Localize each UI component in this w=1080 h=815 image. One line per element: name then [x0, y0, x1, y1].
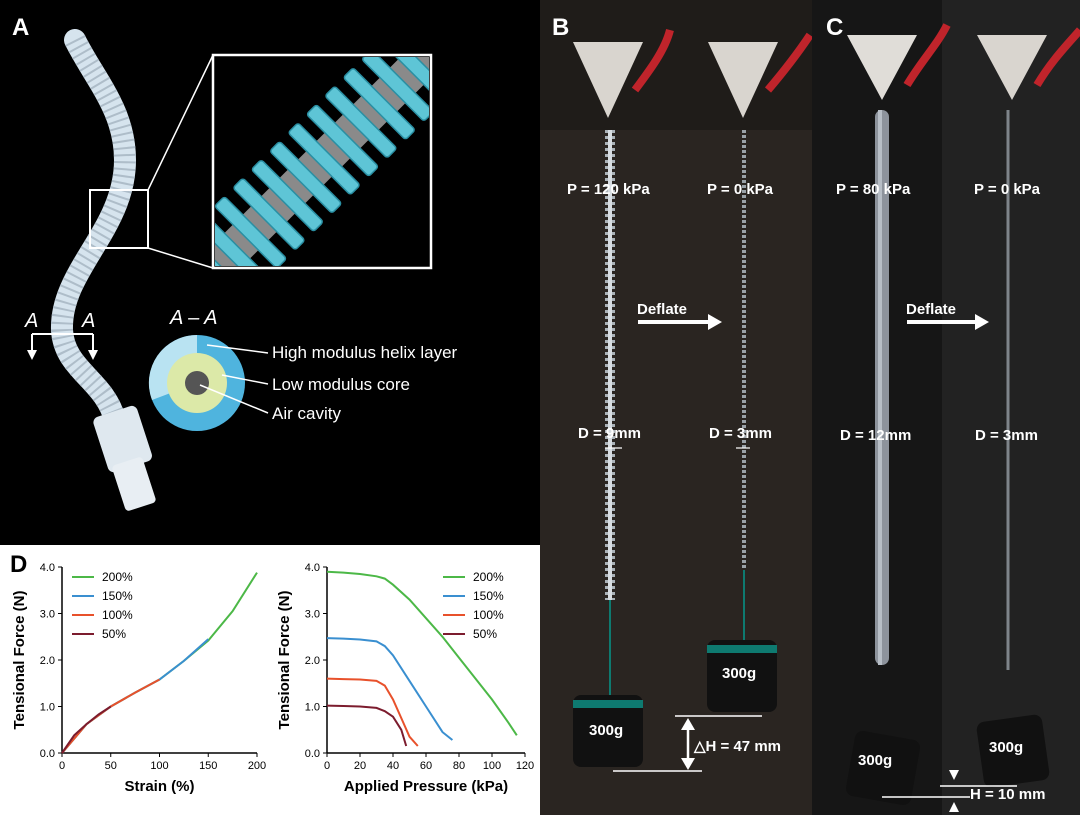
photo-c	[812, 0, 1080, 815]
diameter-label-right-c: D = 3mm	[975, 427, 1038, 444]
diameter-label-right: D = 3mm	[709, 425, 772, 442]
x-tick-label: 50	[105, 760, 117, 772]
legend-label: 150%	[102, 589, 133, 603]
section-label-left: A	[25, 310, 39, 332]
legend-label: 100%	[473, 608, 504, 622]
x-tick-label: 0	[59, 760, 65, 772]
actuator-illustration	[27, 29, 433, 511]
x-tick-label: 0	[324, 760, 330, 772]
y-tick-label: 2.0	[40, 655, 55, 667]
photo-b	[540, 0, 812, 815]
y-tick-label: 0.0	[40, 748, 55, 760]
legend-core: Low modulus core	[272, 375, 410, 394]
y-tick-label: 4.0	[305, 562, 320, 574]
cross-section-diagram	[148, 334, 269, 431]
legend-label: 100%	[102, 608, 133, 622]
delta-h-label: △H = 47 mm	[694, 738, 781, 755]
y-tick-label: 2.0	[305, 655, 320, 667]
x-tick-label: 120	[516, 760, 534, 772]
series-line-200%	[61, 572, 258, 754]
y-tick-label: 3.0	[40, 609, 55, 621]
panel-label-b: B	[552, 14, 570, 41]
legend-label: 150%	[473, 589, 504, 603]
series-line-100%	[61, 678, 160, 754]
legend-helix-layer: High modulus helix layer	[272, 343, 458, 362]
weight-left-c	[846, 731, 920, 805]
y-axis-label: Tensional Force (N)	[276, 591, 293, 730]
weight-label-left: 300g	[589, 722, 624, 739]
panel-label-d: D	[10, 551, 28, 578]
y-tick-label: 4.0	[40, 562, 55, 574]
x-tick-label: 100	[150, 760, 168, 772]
series-line-50%	[61, 705, 112, 754]
weight-right-c	[976, 714, 1050, 788]
legend-label: 200%	[473, 570, 504, 584]
tube-connector	[93, 405, 152, 473]
x-tick-label: 100	[483, 760, 501, 772]
panel-a: A	[0, 0, 540, 545]
section-label-right: A	[82, 310, 96, 332]
weight-right	[707, 640, 777, 712]
x-tick-label: 20	[354, 760, 366, 772]
legend-label: 200%	[102, 570, 133, 584]
panel-b: B P = 120 kPa P = 0 kPa Deflate D = 9mm …	[540, 0, 812, 815]
x-tick-label: 150	[199, 760, 217, 772]
x-tick-label: 80	[453, 760, 465, 772]
panel-c: C P = 80 kPa P = 0 kPa Deflate D = 12mm …	[812, 0, 1080, 815]
pressure-label-right: P = 0 kPa	[707, 181, 774, 198]
x-tick-label: 200	[248, 760, 266, 772]
legend-label: 50%	[102, 627, 126, 641]
panel-label-a: A	[12, 14, 30, 41]
series-line-50%	[326, 704, 408, 747]
y-axis-label: Tensional Force (N)	[11, 591, 28, 730]
legend-air-cavity: Air cavity	[272, 404, 341, 423]
y-tick-label: 0.0	[305, 748, 320, 760]
diameter-label-left-c: D = 12mm	[840, 427, 912, 444]
y-tick-label: 3.0	[305, 609, 320, 621]
cross-section-title: A – A	[170, 307, 218, 329]
zoom-region	[89, 189, 149, 249]
deflate-label-c: Deflate	[906, 301, 957, 318]
y-tick-label: 1.0	[305, 702, 320, 714]
series-line-100%	[326, 677, 419, 747]
x-axis-label: Strain (%)	[124, 778, 194, 795]
pressure-label-left: P = 120 kPa	[567, 181, 650, 198]
pressure-label-right-c: P = 0 kPa	[974, 181, 1041, 198]
h-label-c: H = 10 mm	[970, 786, 1046, 803]
x-tick-label: 60	[420, 760, 432, 772]
deflate-label: Deflate	[637, 301, 688, 318]
x-tick-label: 40	[387, 760, 399, 772]
series-line-200%	[326, 570, 518, 736]
x-axis-label: Applied Pressure (kPa)	[344, 778, 508, 795]
y-tick-label: 1.0	[40, 702, 55, 714]
series-line-150%	[61, 638, 209, 754]
legend-label: 50%	[473, 627, 497, 641]
weight-label-right-c: 300g	[989, 739, 1024, 756]
weight-left	[573, 695, 643, 767]
weight-label-left-c: 300g	[858, 752, 893, 769]
weight-label-right: 300g	[722, 665, 757, 682]
series-line-150%	[326, 637, 454, 741]
diameter-label-left: D = 9mm	[578, 425, 641, 442]
pressure-label-left-c: P = 80 kPa	[836, 181, 911, 198]
panel-label-c: C	[826, 14, 844, 41]
